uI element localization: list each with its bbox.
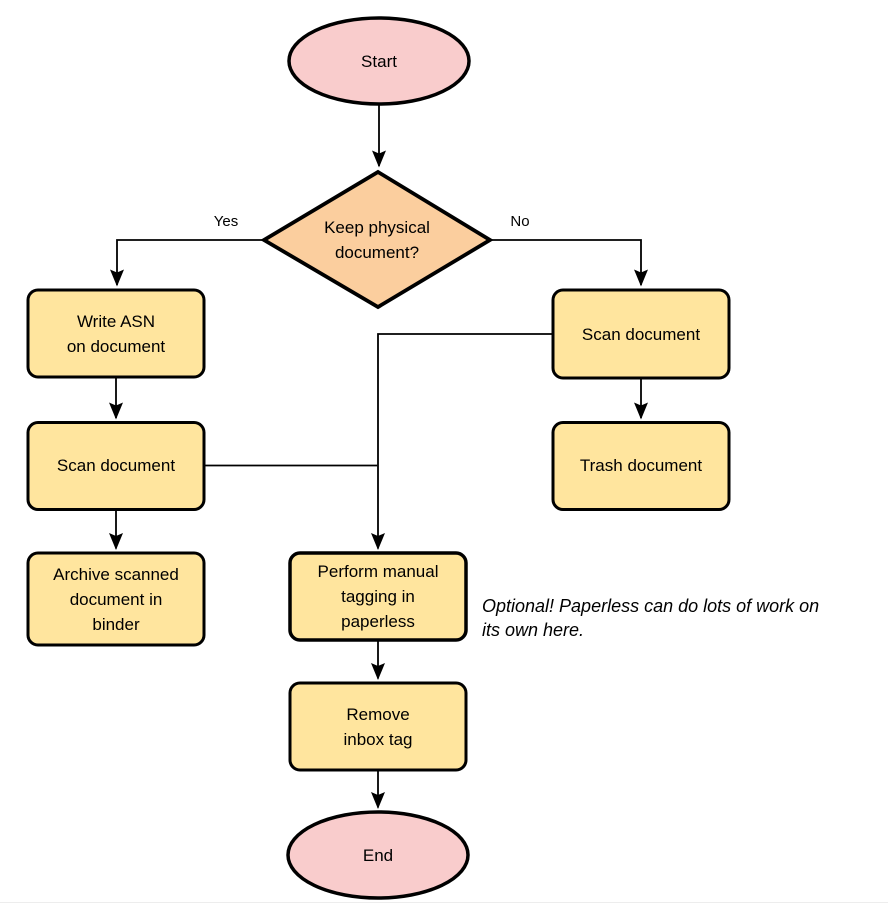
scan-document-right-process-shape xyxy=(551,288,731,380)
decision-diamond-shape xyxy=(260,169,494,310)
write-asn-process-shape xyxy=(26,288,206,379)
manual-tagging-process-shape xyxy=(288,551,468,642)
trash-document-process-shape xyxy=(551,421,731,511)
end-terminator-shape xyxy=(286,810,470,900)
start-terminator-shape xyxy=(287,16,471,106)
optional-annotation: Optional! Paperless can do lots of work … xyxy=(482,596,820,640)
scan-document-left-process-shape xyxy=(26,421,206,511)
edge-decision-yes-to-write-asn xyxy=(110,239,264,287)
edge-decision-no-to-scan-right xyxy=(490,239,648,287)
remove-inbox-tag-process-shape xyxy=(288,681,468,772)
archive-process-shape xyxy=(26,551,206,647)
bottom-divider xyxy=(0,902,888,903)
edge-scan-right-to-tagging xyxy=(371,333,553,550)
